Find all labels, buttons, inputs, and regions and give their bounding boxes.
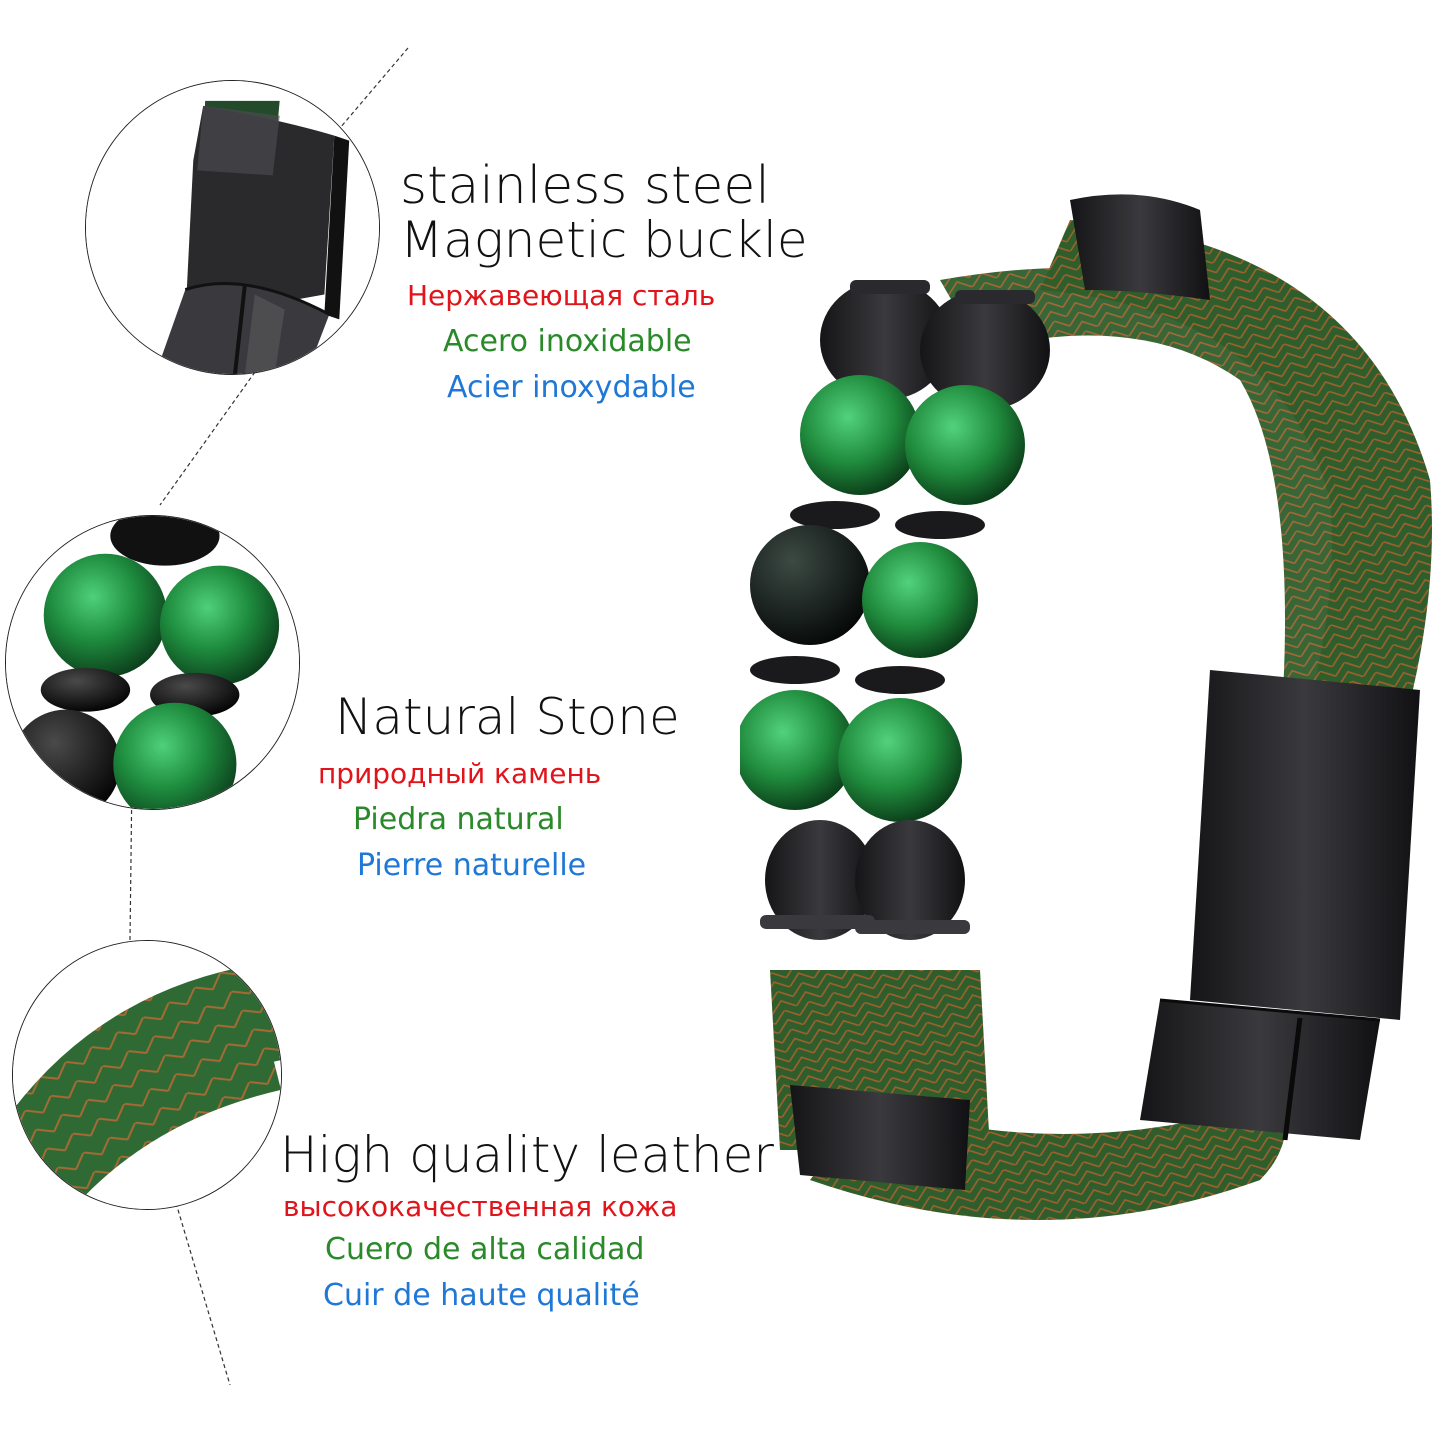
zoom-circle-leather [12, 940, 282, 1210]
leather-closeup-image [13, 941, 281, 1209]
zoom-circle-buckle [85, 80, 380, 375]
buckle-spanish-label: Acero inoxidable [443, 324, 692, 359]
stone-russian-label: природный камень [318, 757, 602, 790]
zoom-circle-stones [5, 515, 300, 810]
leather-spanish-label: Cuero de alta calidad [325, 1232, 645, 1267]
buckle-russian-label: Нержавеющая сталь [407, 279, 716, 312]
buckle-title-line2: Magnetic buckle [400, 211, 808, 269]
leather-russian-label: высококачественная кожа [283, 1190, 678, 1223]
beads-closeup-image [6, 516, 299, 809]
clasp-closeup-image [86, 81, 379, 374]
stone-title: Natural Stone [335, 688, 680, 746]
leather-title: High quality leather [280, 1126, 774, 1184]
buckle-french-label: Acier inoxydable [447, 370, 696, 405]
buckle-title-line1: stainless steel [400, 156, 770, 216]
stone-french-label: Pierre naturelle [357, 848, 587, 883]
stone-spanish-label: Piedra natural [353, 802, 564, 837]
bracelet-product-image [740, 180, 1440, 1240]
leather-french-label: Cuir de haute qualité [323, 1278, 640, 1313]
